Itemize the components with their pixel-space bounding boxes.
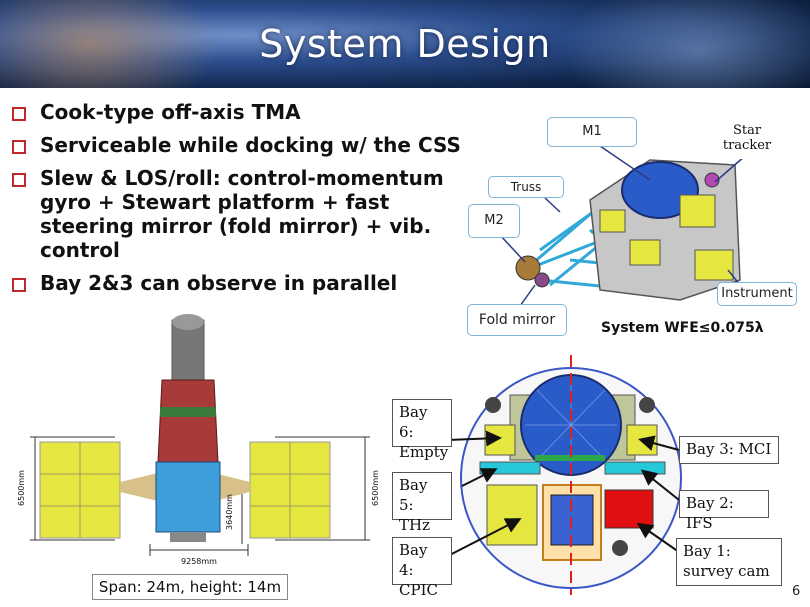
square-bullet-icon bbox=[12, 173, 26, 187]
bullet-item: Cook-type off-axis TMA bbox=[10, 100, 470, 124]
bullet-text: Cook-type off-axis TMA bbox=[40, 100, 301, 124]
bay-layout-diagram bbox=[460, 355, 682, 595]
body-dim: 3640mm bbox=[225, 494, 234, 530]
bay1-label: Bay 1: survey cam bbox=[676, 538, 782, 586]
fold-mirror-label: Fold mirror bbox=[467, 304, 567, 336]
bullet-item: Bay 2&3 can observe in parallel bbox=[10, 271, 470, 295]
span-dim: 9258mm bbox=[181, 557, 217, 566]
truss-label: Truss bbox=[488, 176, 564, 198]
page-number: 6 bbox=[792, 584, 801, 599]
slide-header: System Design bbox=[0, 0, 810, 88]
bullet-item: Slew & LOS/roll: control-momentum gyro +… bbox=[10, 166, 470, 262]
bay3-label: Bay 3: MCI bbox=[679, 436, 779, 464]
span-caption: Span: 24m, height: 14m bbox=[92, 574, 288, 600]
m1-label: M1 bbox=[547, 117, 637, 147]
square-bullet-icon bbox=[12, 278, 26, 292]
bullet-text: Serviceable while docking w/ the CSS bbox=[40, 133, 461, 157]
bay2-label: Bay 2: IFS bbox=[679, 490, 769, 532]
bullet-list: Cook-type off-axis TMA Serviceable while… bbox=[10, 100, 470, 304]
m2-label: M2 bbox=[468, 204, 520, 238]
instrument-label: Instrument bbox=[717, 282, 797, 306]
bullet-text: Slew & LOS/roll: control-momentum gyro +… bbox=[40, 166, 444, 262]
star-tracker-label: Star tracker bbox=[714, 121, 780, 159]
bay4-label: Bay 4: CPIC bbox=[392, 537, 452, 599]
bullet-text: Bay 2&3 can observe in parallel bbox=[40, 271, 398, 295]
square-bullet-icon bbox=[12, 140, 26, 154]
square-bullet-icon bbox=[12, 107, 26, 121]
right-height-dim: 6500mm bbox=[371, 470, 380, 506]
spacecraft-illustration: 6500mm 6500mm 9258mm 3640mm bbox=[17, 314, 380, 566]
system-wfe-label: System WFE≤0.075λ bbox=[601, 320, 764, 336]
slide-title: System Design bbox=[259, 22, 551, 66]
bullet-item: Serviceable while docking w/ the CSS bbox=[10, 133, 470, 157]
bay5-label: Bay 5: THz bbox=[392, 472, 452, 534]
left-height-dim: 6500mm bbox=[17, 470, 26, 506]
telescope-illustration bbox=[515, 159, 741, 301]
bay6-label: Bay 6: Empty bbox=[392, 399, 452, 461]
